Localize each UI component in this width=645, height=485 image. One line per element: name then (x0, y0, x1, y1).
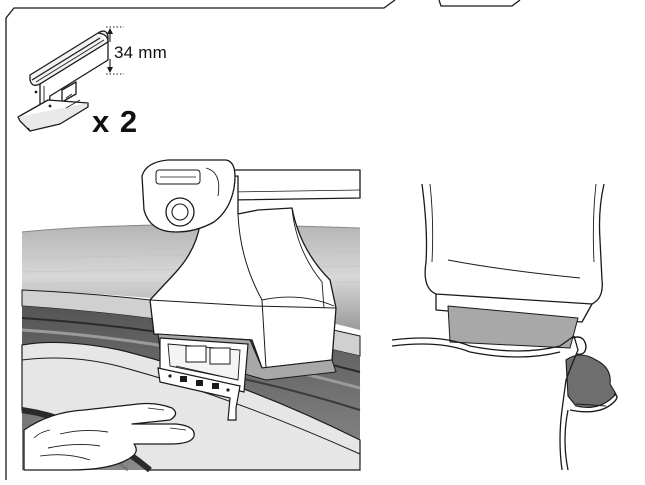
dimension-marker (106, 26, 124, 75)
car-roof-illustration (21, 159, 361, 473)
page-border (5, 0, 521, 480)
cross-section-detail (391, 183, 618, 471)
quantity-label: x 2 (92, 104, 139, 139)
dimension-label: 34 mm (114, 43, 167, 62)
foot-icon (17, 30, 109, 132)
